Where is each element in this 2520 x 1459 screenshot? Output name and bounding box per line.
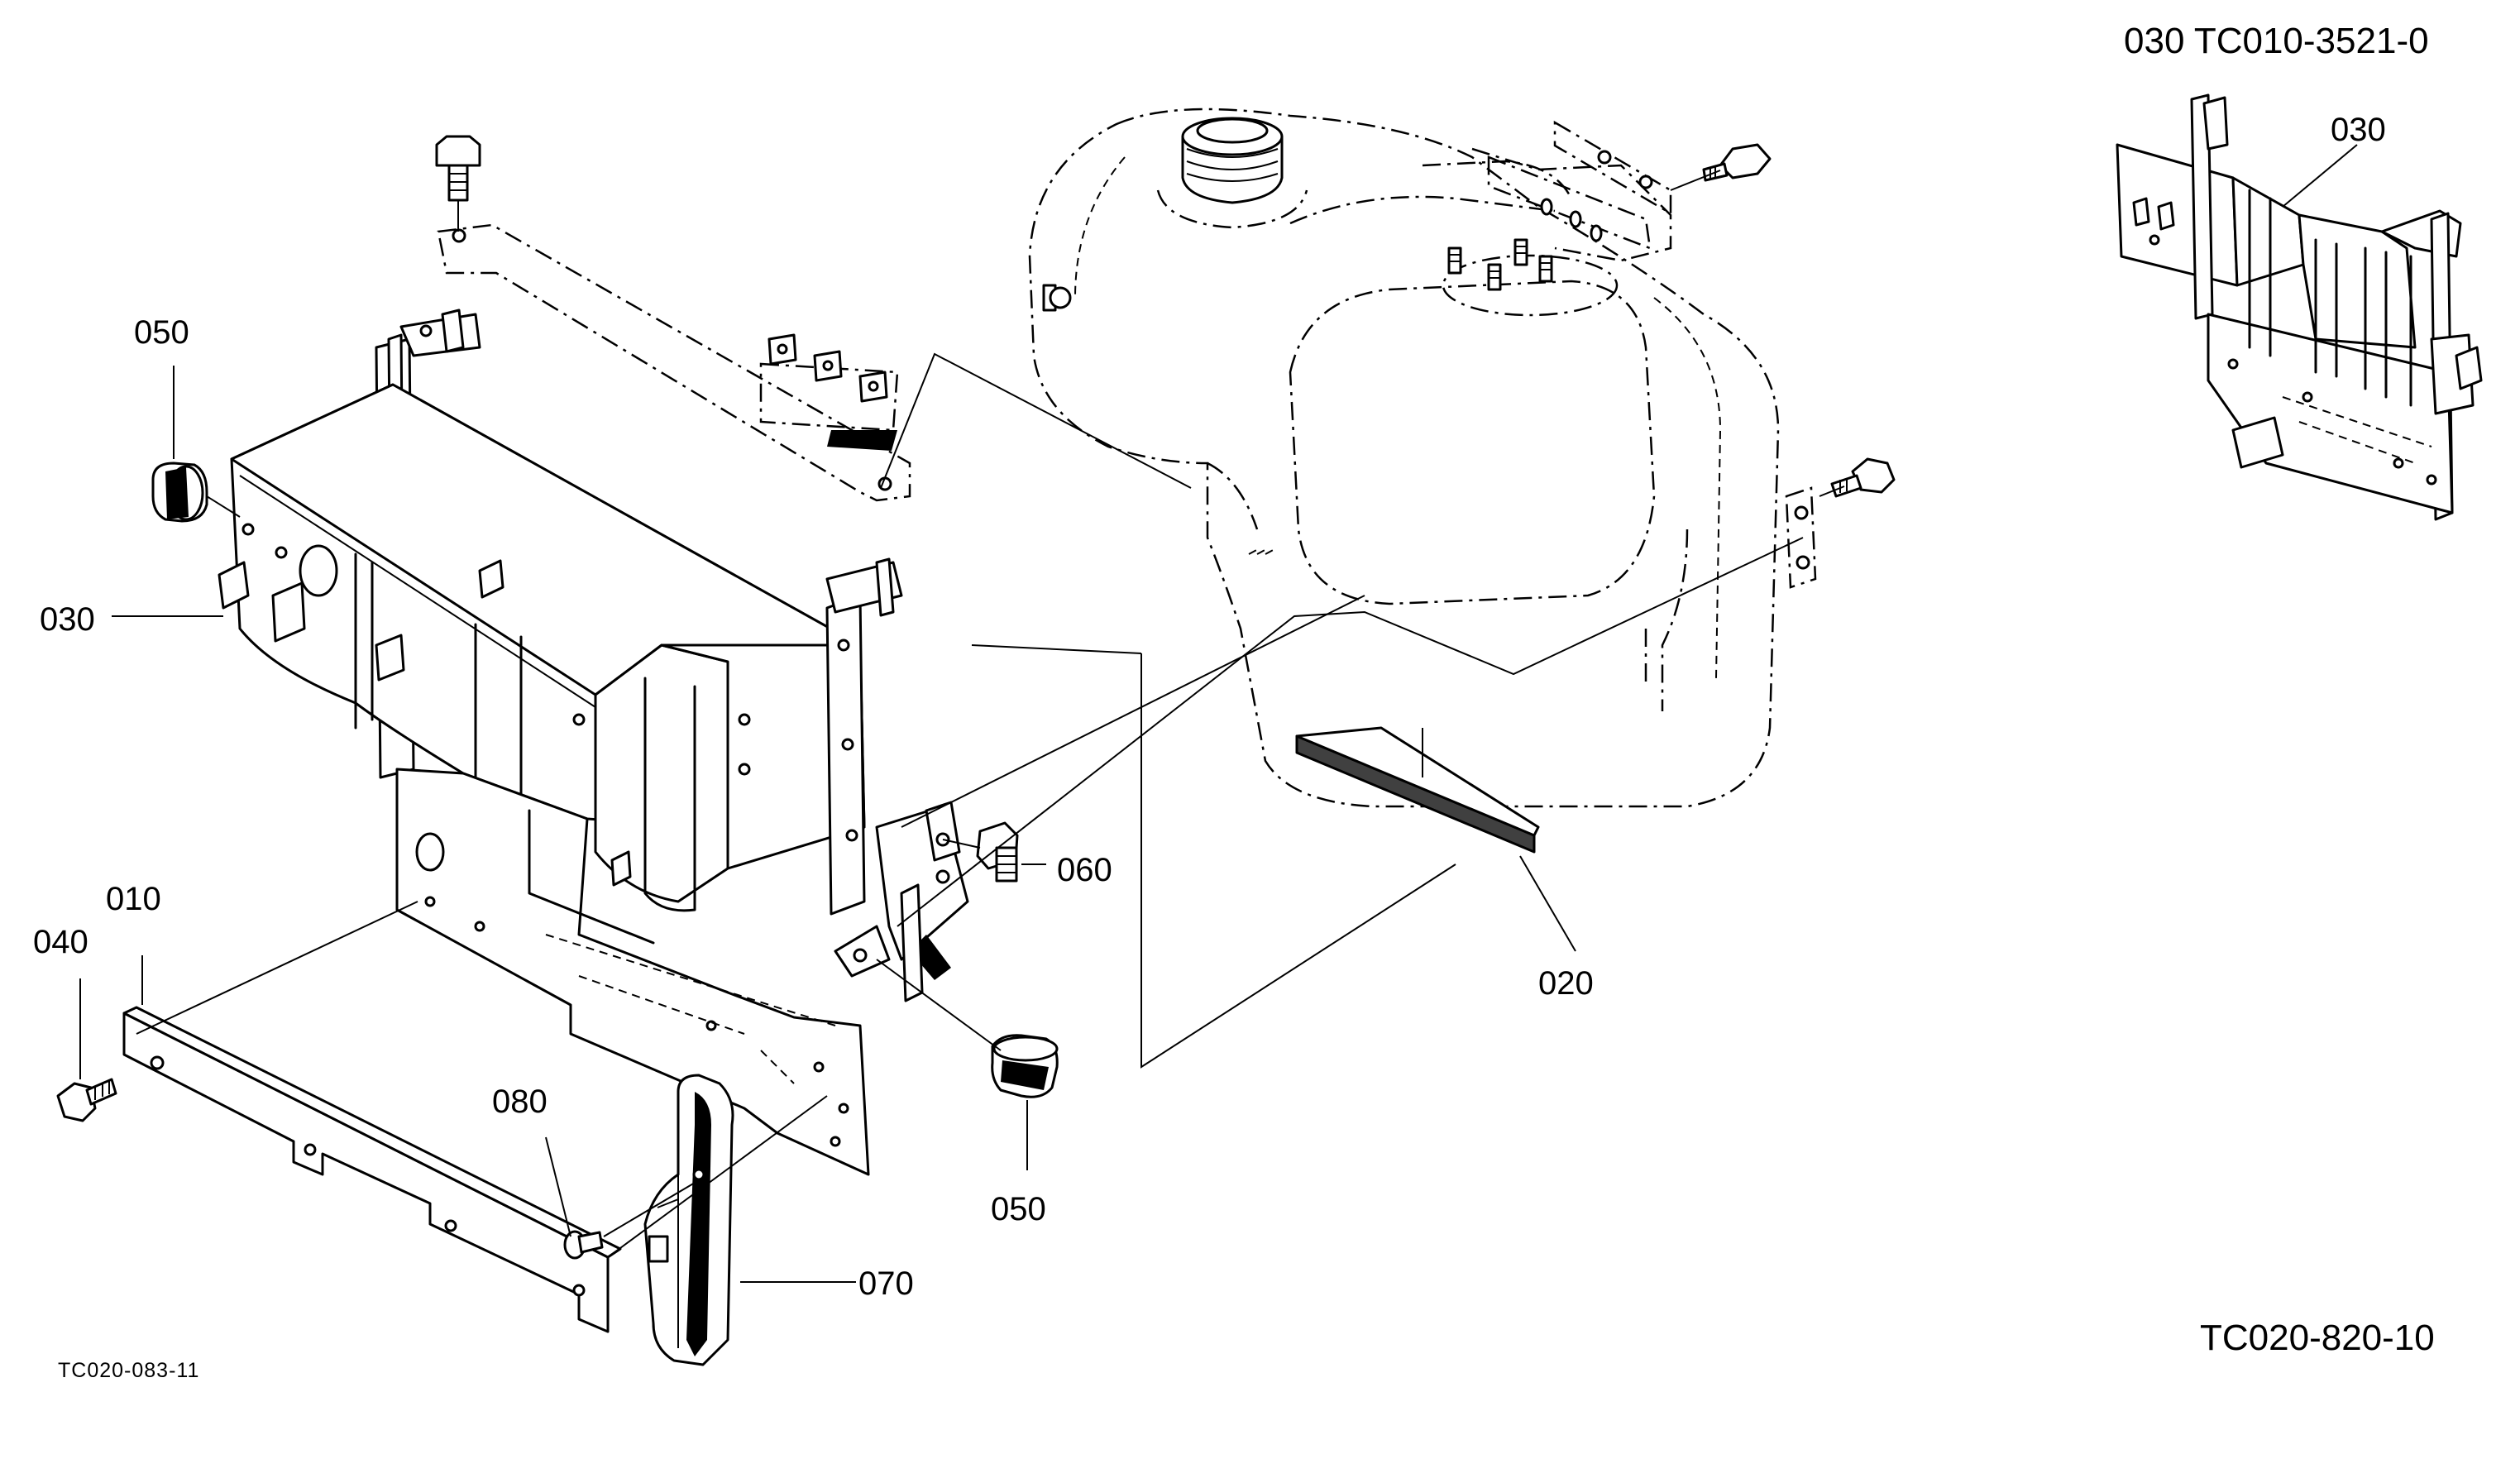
callout-030: 030 — [40, 601, 95, 638]
pin-080 — [563, 1230, 604, 1260]
inset-part-label: 030 — [2331, 112, 2386, 148]
callout-050-bottom: 050 — [991, 1191, 1046, 1227]
bracket-top-bolt — [435, 135, 481, 232]
assembly-lines — [136, 352, 1804, 1258]
callout-080: 080 — [492, 1083, 548, 1120]
callout-020: 020 — [1538, 965, 1594, 1002]
tank-drain-fitting — [1042, 284, 1072, 312]
upper-strap-phantom — [437, 223, 911, 502]
callout-leaders — [79, 366, 1576, 1283]
leader-side-bolt — [1819, 486, 1845, 497]
leader-top-bolt — [1670, 170, 1721, 191]
callout-050-top: 050 — [134, 314, 189, 351]
figure-code-left: TC020-083-11 — [58, 1359, 199, 1382]
tank-top-strap — [1553, 120, 1672, 216]
inset-bracket-thumbnail — [2116, 93, 2483, 521]
callout-070: 070 — [858, 1265, 914, 1302]
tank-side-bracket — [1785, 486, 1817, 589]
mounting-rail-010 — [122, 1006, 622, 1333]
callout-060: 060 — [1057, 852, 1112, 888]
rubber-mount-bottom — [991, 1034, 1059, 1098]
fuel-sender-unit — [1442, 238, 1619, 317]
bolt-040 — [56, 1078, 117, 1122]
tank-side-bolt — [1830, 457, 1896, 498]
filler-cap — [1156, 117, 1308, 229]
battery-bracket-frame — [218, 309, 969, 1176]
bolt-060 — [976, 821, 1019, 883]
inset-reference-text: 030 TC010-3521-0 — [2124, 21, 2429, 61]
tank-vent-mark — [1248, 547, 1279, 555]
callout-040: 040 — [33, 924, 88, 960]
fuel-tank-phantom — [1028, 108, 1780, 808]
rubber-pad — [1295, 726, 1540, 854]
tank-top-bolt — [1702, 143, 1772, 182]
tank-mounting-plate — [1487, 155, 1652, 250]
cover-070 — [643, 1074, 734, 1366]
callout-010: 010 — [106, 881, 161, 917]
figure-code-right: TC020-820-10 — [2200, 1318, 2435, 1358]
rubber-mount-top — [151, 462, 208, 523]
